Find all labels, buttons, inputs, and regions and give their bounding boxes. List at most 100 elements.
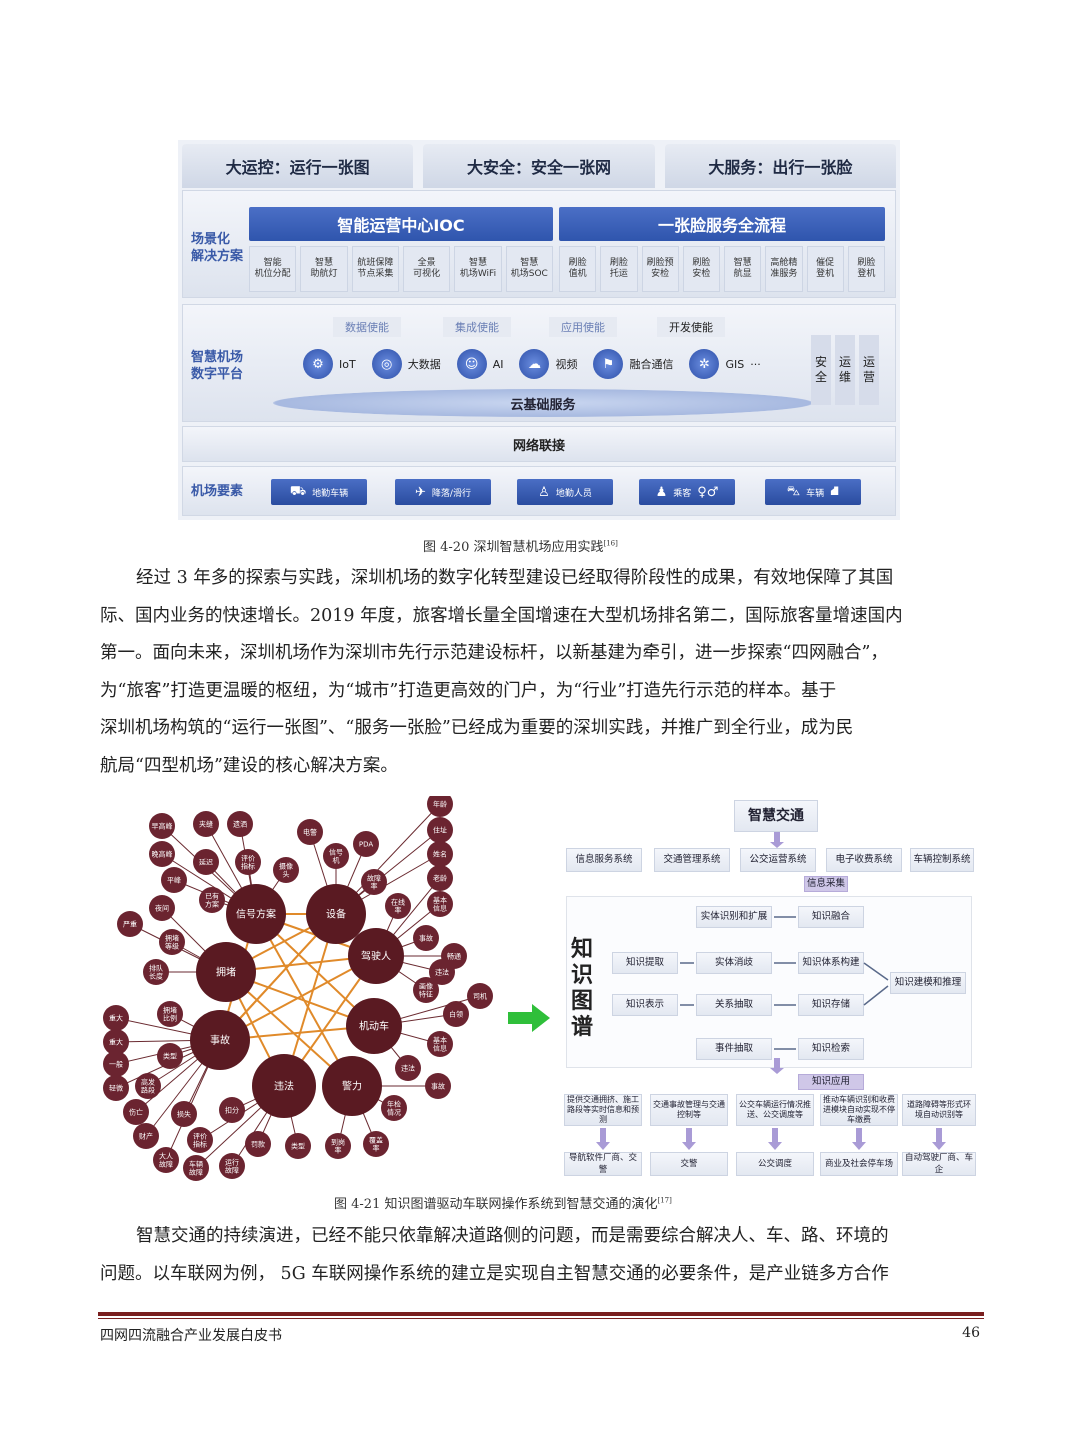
tab-service: 大服务：出行一张脸 xyxy=(665,144,896,188)
text-line: 智慧交通的持续演进，已经不能只依靠解决道路侧的问题，而是需要综合解决人、车、路、… xyxy=(100,1218,980,1256)
platform-label: 智慧机场 数字平台 xyxy=(191,349,243,383)
person-icon: ♙ xyxy=(538,485,550,500)
graph-leaf-node-label: 评价 xyxy=(241,854,255,862)
face-service-header: 一张脸服务全流程 xyxy=(559,207,885,241)
graph-leaf-node-label: 一般 xyxy=(109,1059,123,1068)
graph-leaf-node-label: 罚款 xyxy=(251,1139,265,1148)
graph-leaf-node-label: 拥堵 xyxy=(163,1005,177,1014)
graph-hub-node-label: 违法 xyxy=(274,1079,294,1092)
flow-system: 交通管理系统 xyxy=(654,848,730,872)
car-icon: ⛍ xyxy=(787,484,800,501)
graph-leaf-node: 电警 xyxy=(297,819,323,845)
graph-leaf-node-label: 住址 xyxy=(433,825,447,834)
kg-box: 知识检索 xyxy=(798,1038,864,1060)
top-tabs: 大运控：运行一张图 大安全：安全一张网 大服务：出行一张脸 xyxy=(182,144,896,188)
graph-leaf-node-label: 基本 xyxy=(433,1035,447,1044)
graph-leaf-node-label: 类型 xyxy=(163,1051,177,1060)
text-line: 深圳机场构筑的“运行一张图”、“服务一张脸”已经成为重要的深圳实践，并推广到全行… xyxy=(100,710,980,748)
graph-leaf-node: 姓名 xyxy=(427,841,453,867)
graph-leaf-node-label: 比例 xyxy=(163,1013,177,1022)
kg-box: 实体识别和扩展 xyxy=(696,906,772,928)
graph-leaf-node-label: 类型 xyxy=(291,1141,305,1150)
graph-leaf-node-label: 轻微 xyxy=(109,1083,123,1092)
tech-more: ··· xyxy=(750,358,761,371)
text-line: 际、国内业务的快速增长。2019 年度，旅客增长量全国增速在大型机场排名第二，国… xyxy=(100,598,980,636)
graph-leaf-node-label: 事故 xyxy=(419,933,433,942)
elements-label: 机场要素 xyxy=(191,483,243,500)
caption-text: 图 4-21 知识图谱驱动车联网操作系统到智慧交通的演化 xyxy=(334,1197,657,1212)
graph-leaf-node-label: 在线 xyxy=(391,897,405,906)
graph-leaf-node-label: 头 xyxy=(283,869,290,878)
graph-leaf-node-label: 白领 xyxy=(449,1009,463,1018)
network-band: 网络联接 xyxy=(182,426,896,462)
graph-leaf-node-label: 夹缝 xyxy=(199,819,213,828)
tech-row: ⚙IoT ◎大数据 ☺AI ☁视频 ⚑融合通信 ✲GIS ··· xyxy=(293,349,761,379)
side-col-operation: 运 营 xyxy=(859,335,879,405)
graph-leaf-node: 罚款 xyxy=(245,1131,271,1157)
graph-hub-node: 信号方案 xyxy=(226,884,286,944)
graph-leaf-node-label: 违法 xyxy=(401,1063,415,1072)
graph-leaf-node: 夹缝 xyxy=(193,811,219,837)
comm-icon: ⚑ xyxy=(593,349,623,379)
airport-elements-band: 机场要素 ⛟地勤车辆 ✈降落/滑行 ♙地勤人员 ♟乘客♀♂ ⛍车辆⛘ xyxy=(182,466,896,516)
tab-operation: 大运控：运行一张图 xyxy=(182,144,413,188)
graph-leaf-node-label: 事故 xyxy=(431,1081,445,1090)
graph-leaf-node-label: 故障 xyxy=(189,1167,203,1176)
graph-hub-node: 机动车 xyxy=(346,998,402,1054)
graph-leaf-node-label: 评价 xyxy=(193,1132,207,1140)
element-ground-staff: ♙ 地勤人员 xyxy=(517,479,613,505)
bus-icon: ⛘ xyxy=(830,484,839,501)
graph-leaf-node: 事故 xyxy=(413,925,439,951)
face-cell: 刷脸 安检 xyxy=(683,246,720,292)
graph-leaf-node: 类型 xyxy=(285,1133,311,1159)
ioc-cell: 航班保障 节点采集 xyxy=(352,246,399,292)
scene-label: 场景化 解决方案 xyxy=(191,231,243,265)
graph-leaf-node: 住址 xyxy=(427,817,453,843)
flow-system: 公交运营系统 xyxy=(740,848,816,872)
element-label: 地勤人员 xyxy=(556,486,592,499)
network-label: 网络联接 xyxy=(183,427,895,461)
face-cell: 刷脸 值机 xyxy=(559,246,596,292)
graph-leaf-node-label: 情况 xyxy=(387,1107,401,1116)
graph-leaf-node: 基本信息 xyxy=(427,1031,453,1057)
graph-leaf-node: 司机 xyxy=(467,983,493,1009)
graph-leaf-node: PDA xyxy=(353,831,379,857)
graph-leaf-node-label: 画像 xyxy=(419,981,433,990)
flow-system: 电子收费系统 xyxy=(826,848,902,872)
graph-leaf-node: 白领 xyxy=(443,1001,469,1027)
graph-leaf-node-label: 拥堵 xyxy=(165,933,179,942)
green-arrow-icon xyxy=(508,1004,550,1032)
text-line: 第一。面向未来，深圳机场作为深圳市先行示范建设标杆，以新基建为牵引，进一步探索“… xyxy=(100,635,980,673)
figure-smart-airport: 大运控：运行一张图 大安全：安全一张网 大服务：出行一张脸 场景化 解决方案 智… xyxy=(178,140,900,520)
graph-leaf-node-label: 伤亡 xyxy=(129,1107,143,1116)
walker-icon: ♟ xyxy=(656,485,668,500)
graph-leaf-node-label: 信号 xyxy=(329,847,343,856)
kg-box: 实体消歧 xyxy=(696,952,772,974)
app-desc: 交通事故管理与交通控制等 xyxy=(650,1094,728,1126)
figure-caption-4-20: 图 4-20 深圳智慧机场应用实践[16] xyxy=(423,536,618,555)
graph-leaf-node-label: 早高峰 xyxy=(152,821,173,830)
app-user: 导航软件厂商、交警 xyxy=(564,1152,642,1176)
graph-leaf-node-label: 排队 xyxy=(149,963,163,972)
graph-leaf-node-label: 年龄 xyxy=(433,799,447,808)
ioc-header: 智能运营中心IOC xyxy=(249,207,553,241)
graph-leaf-node: 严重 xyxy=(117,911,143,937)
paragraph-shenzhen-airport: 经过 3 年多的探索与实践，深圳机场的数字化转型建设已经取得阶段性的成果，有效地… xyxy=(100,560,980,785)
graph-leaf-node-label: 违法 xyxy=(435,967,449,976)
page-number: 46 xyxy=(962,1325,980,1341)
figure-caption-4-21: 图 4-21 知识图谱驱动车联网操作系统到智慧交通的演化[17] xyxy=(334,1193,672,1212)
graph-leaf-node-label: 故障 xyxy=(159,1159,173,1168)
cloud-base-service: 云基础服务 xyxy=(273,389,813,417)
graph-leaf-node-label: 扣分 xyxy=(225,1105,239,1114)
graph-leaf-node: 老龄 xyxy=(427,865,453,891)
flow-top: 智慧交通 xyxy=(734,800,818,832)
graph-hub-node: 警力 xyxy=(322,1056,382,1116)
graph-leaf-node-label: 特征 xyxy=(419,989,433,998)
graph-hub-node: 事故 xyxy=(190,1010,250,1070)
graph-hub-node-label: 设备 xyxy=(326,907,346,920)
graph-leaf-node-label: 大人 xyxy=(159,1151,173,1160)
